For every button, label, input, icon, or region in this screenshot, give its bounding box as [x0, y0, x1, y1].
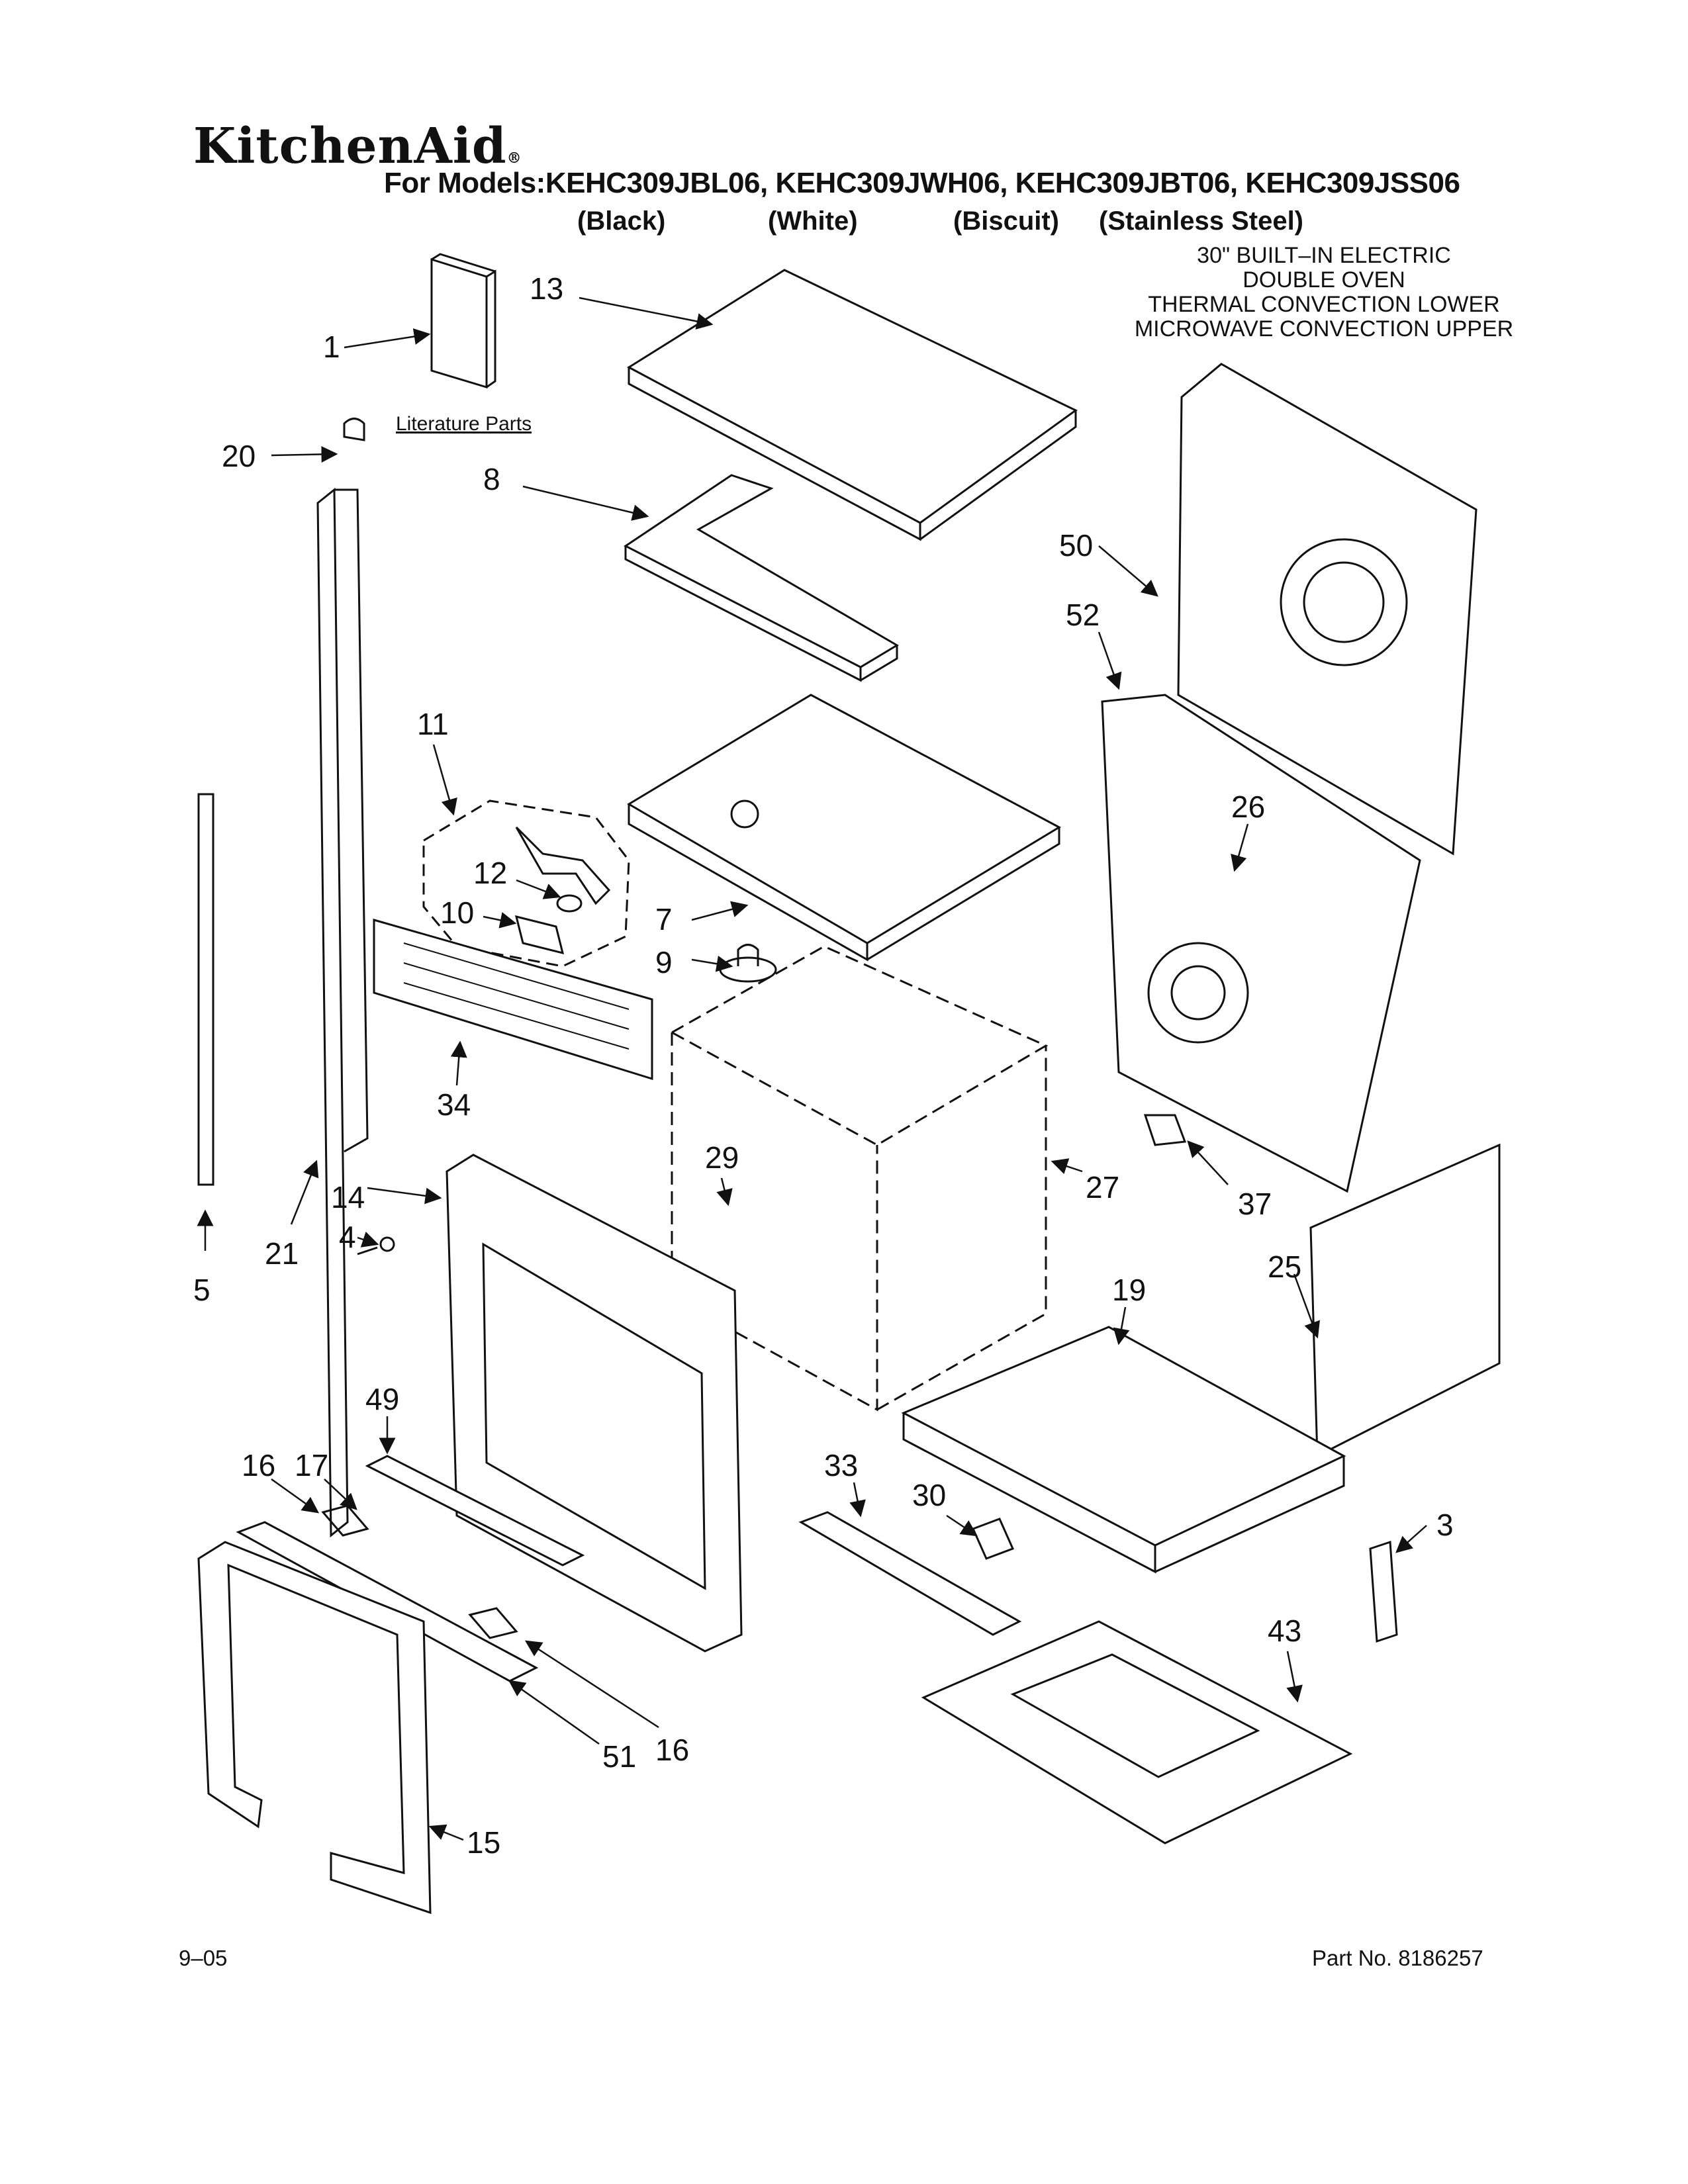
oven-cavity-box — [669, 945, 1049, 1412]
oven-top-plate — [627, 694, 1062, 944]
callout-label: 14 — [331, 1180, 365, 1214]
callout-label: 15 — [467, 1825, 500, 1860]
description-line: 30" BUILT–IN ELECTRIC — [1197, 243, 1451, 268]
callout-label: 49 — [365, 1382, 399, 1416]
description-line: DOUBLE OVEN — [1243, 267, 1405, 293]
footer-part-number: Part No. 8186257 — [1312, 1946, 1483, 1970]
side-trim-rail — [316, 487, 349, 1538]
variant-white: (White) — [768, 206, 858, 236]
oven-door-frame — [445, 1154, 743, 1653]
callout-label: 3 — [1436, 1508, 1454, 1542]
spacer-block-part — [468, 1607, 518, 1639]
appliance-description: 30" BUILT–IN ELECTRIC DOUBLE OVEN THERMA… — [1092, 244, 1556, 341]
callout-label: 37 — [1238, 1187, 1272, 1221]
vent-trim-part — [236, 1521, 539, 1682]
spacer-block-part — [321, 1504, 369, 1537]
vent-grille-part — [373, 919, 653, 1081]
back-insulation-panel — [1177, 363, 1477, 856]
callout-label: 43 — [1268, 1614, 1301, 1648]
variant-stainless-steel: (Stainless Steel) — [1099, 206, 1304, 236]
door-gasket-part — [197, 1541, 432, 1915]
description-line: MICROWAVE CONVECTION UPPER — [1134, 316, 1514, 341]
callout-label: 5 — [193, 1273, 211, 1307]
callout-label: 52 — [1066, 598, 1100, 632]
callout-label: 1 — [323, 330, 340, 364]
callout-label: 30 — [912, 1478, 946, 1512]
callout-label: 27 — [1086, 1170, 1119, 1205]
side-panel-part — [1309, 1143, 1501, 1458]
callout-label: 4 — [339, 1220, 356, 1254]
callout-labels: 1 20 13 8 50 52 11 26 12 10 7 9 34 29 27… — [193, 271, 1454, 1860]
bracket-part — [971, 1518, 1015, 1560]
literature-parts-label: Literature Parts — [396, 413, 532, 435]
hinge-part — [1369, 1540, 1398, 1643]
brand-logo: KitchenAid® — [193, 118, 522, 175]
callout-label: 33 — [824, 1448, 858, 1482]
callout-label: 10 — [440, 895, 474, 930]
callout-label: 7 — [655, 902, 673, 936]
light-assembly-group — [422, 799, 630, 968]
callout-label: 19 — [1112, 1273, 1146, 1307]
footer-date: 9–05 — [179, 1946, 228, 1970]
literature-booklet-part — [430, 253, 496, 389]
side-trim-rod — [197, 793, 214, 1186]
trim-strip-part — [798, 1511, 1022, 1636]
door-trim-strip — [365, 1455, 585, 1567]
callout-label: 13 — [530, 271, 563, 306]
callout-label: 21 — [265, 1236, 299, 1271]
callout-label: 34 — [437, 1087, 471, 1122]
screw-part — [357, 1246, 378, 1255]
base-pan-part — [921, 1620, 1353, 1844]
callout-label: 25 — [1268, 1250, 1301, 1284]
callout-label: 8 — [483, 462, 500, 496]
callout-label: 50 — [1059, 528, 1093, 563]
callout-label: 26 — [1231, 790, 1265, 824]
callout-label: 16 — [242, 1448, 275, 1482]
callout-label: 11 — [417, 707, 449, 741]
bottom-tray-part — [901, 1326, 1346, 1547]
thermostat-part — [1143, 1114, 1187, 1146]
callout-label: 51 — [602, 1739, 636, 1774]
callout-label: 12 — [473, 856, 507, 890]
variant-black: (Black) — [577, 206, 666, 236]
callout-label: 9 — [655, 945, 673, 979]
l-shaped-insulation-strip — [624, 474, 899, 668]
variant-biscuit: (Biscuit) — [953, 206, 1059, 236]
callout-label: 29 — [705, 1140, 739, 1175]
models-line: For Models:KEHC309JBL06, KEHC309JWH06, K… — [384, 167, 1460, 199]
callout-label: 20 — [222, 439, 256, 473]
top-insulation-panel — [627, 269, 1078, 524]
light-lens-part — [514, 915, 565, 955]
description-line: THERMAL CONVECTION LOWER — [1148, 292, 1500, 317]
callout-label: 16 — [655, 1733, 689, 1767]
rear-panel-part — [1101, 694, 1421, 1193]
callout-label: 17 — [295, 1448, 328, 1482]
trim-cap-part — [343, 418, 365, 441]
